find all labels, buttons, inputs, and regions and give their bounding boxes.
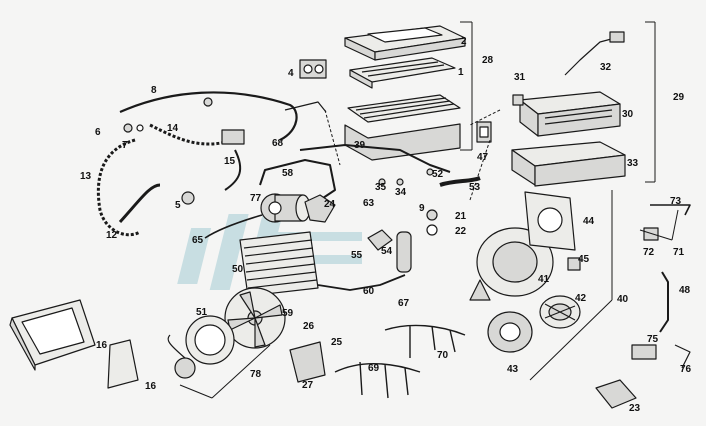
label-32: 32: [600, 62, 612, 73]
air-duct-part: [9, 299, 96, 371]
label-25: 25: [331, 337, 343, 348]
blower-wheel-part: [539, 295, 581, 329]
group-bracket-29: [645, 21, 656, 183]
bracket-48: [659, 271, 669, 333]
clip-71-73: [650, 204, 691, 216]
duct-bracket-part: [107, 339, 139, 389]
sensor-part: [564, 37, 616, 76]
label-63: 63: [363, 198, 375, 209]
evaporator-core-part: [349, 57, 456, 89]
label-44: 44: [583, 216, 595, 227]
refrigerant-pipe-58: [259, 159, 336, 201]
receiver-drier-part: [367, 229, 412, 273]
label-2: 2: [461, 36, 467, 47]
hose-bracket-15: [221, 129, 245, 145]
label-45: 45: [578, 254, 590, 265]
label-35: 35: [375, 182, 387, 193]
fan-shroud-part: [185, 315, 235, 365]
right-heater-tray-part: [511, 141, 626, 187]
label-16b: 16: [145, 381, 157, 392]
bracket-23: [595, 379, 637, 409]
label-33: 33: [627, 158, 639, 169]
label-7: 7: [122, 140, 128, 151]
blower-plate-part: [524, 191, 576, 251]
label-13: 13: [80, 171, 92, 182]
mount-bracket-part: [289, 341, 326, 383]
label-30: 30: [622, 109, 634, 120]
cooling-fan-part: [224, 287, 286, 349]
label-76: 76: [680, 364, 692, 375]
wiring-harness-69: [334, 361, 421, 399]
condenser-part: [239, 231, 319, 297]
label-14: 14: [167, 123, 179, 134]
label-67: 67: [398, 298, 410, 309]
label-16a: 16: [96, 340, 108, 351]
group-bracket-78: [179, 344, 271, 399]
label-39: 39: [354, 140, 366, 151]
group-bracket-40: [529, 190, 613, 381]
label-77: 77: [250, 193, 262, 204]
label-8: 8: [151, 85, 157, 96]
label-9: 9: [419, 203, 425, 214]
part-labels: 1 2 4 5 6 7 8 9 12 13 14 15 16 16 21 22 …: [80, 36, 692, 414]
fan-motor-part: [174, 357, 196, 379]
label-55: 55: [351, 250, 363, 261]
label-59: 59: [282, 308, 294, 319]
label-41: 41: [538, 274, 550, 285]
label-34: 34: [395, 187, 407, 198]
label-31: 31: [514, 72, 526, 83]
label-75: 75: [647, 334, 659, 345]
label-40: 40: [617, 294, 629, 305]
label-48: 48: [679, 285, 691, 296]
label-60: 60: [363, 286, 375, 297]
label-47: 47: [477, 152, 489, 163]
label-51: 51: [196, 307, 208, 318]
compressor-bracket-24: [304, 194, 336, 223]
label-52: 52: [432, 169, 444, 180]
label-42: 42: [575, 293, 587, 304]
ac-hose-12: [118, 183, 161, 224]
label-5: 5: [175, 200, 181, 211]
label-71: 71: [673, 247, 685, 258]
label-4: 4: [288, 68, 294, 79]
label-54: 54: [381, 246, 393, 257]
ac-line-right: [224, 149, 242, 191]
refrigerant-pipe-63: [299, 144, 451, 173]
label-65: 65: [192, 235, 204, 246]
label-53: 53: [469, 182, 481, 193]
label-24: 24: [324, 199, 336, 210]
label-29: 29: [673, 92, 685, 103]
compressor-part: [260, 193, 311, 223]
label-22: 22: [455, 226, 467, 237]
label-70: 70: [437, 350, 449, 361]
label-78: 78: [250, 369, 262, 380]
wiring-harness-70: [384, 324, 466, 358]
label-50: 50: [232, 264, 244, 275]
label-73: 73: [670, 196, 682, 207]
right-heater-core-part: [519, 91, 621, 137]
label-69: 69: [368, 363, 380, 374]
label-15: 15: [224, 156, 236, 167]
label-12: 12: [106, 230, 118, 241]
label-6: 6: [95, 127, 101, 138]
label-43: 43: [507, 364, 519, 375]
grommet-block-part: [299, 59, 327, 79]
bracket-part: [284, 101, 327, 113]
label-21: 21: [455, 211, 467, 222]
label-28: 28: [482, 55, 494, 66]
blower-motor-part: [487, 311, 533, 353]
heater-cover-part: [344, 25, 466, 61]
label-58: 58: [282, 168, 294, 179]
label-26: 26: [303, 321, 315, 332]
ac-hose-long: [119, 91, 298, 141]
resistor-75: [631, 344, 657, 360]
label-27: 27: [302, 380, 314, 391]
group-bracket-28: [460, 21, 473, 151]
label-72: 72: [643, 247, 655, 258]
label-68: 68: [272, 138, 284, 149]
ac-hose-13: [96, 138, 141, 237]
label-1: 1: [458, 67, 464, 78]
label-23: 23: [629, 403, 641, 414]
